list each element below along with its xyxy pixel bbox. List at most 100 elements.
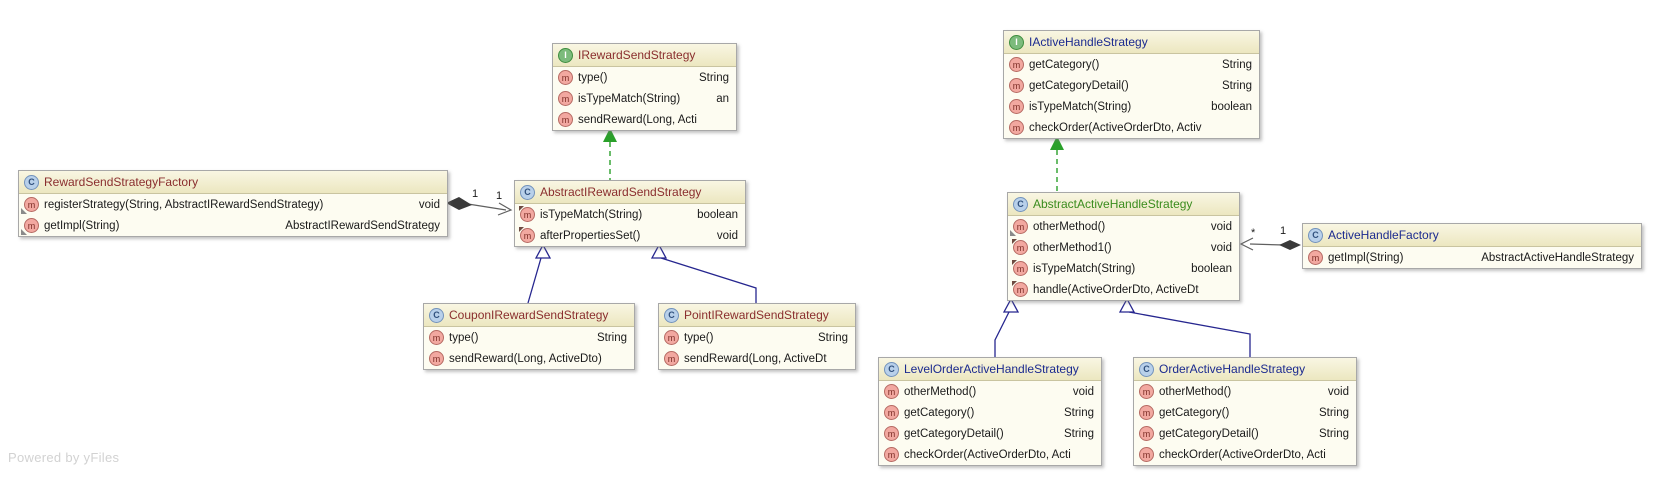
aggregation-edge-active-factory: * 1 bbox=[1239, 225, 1301, 251]
method-row[interactable]: m checkOrder(ActiveOrderDto, Acti bbox=[879, 444, 1101, 465]
method-row[interactable]: m otherMethod() void bbox=[1008, 216, 1239, 237]
method-return-type: String bbox=[1318, 406, 1349, 419]
method-row[interactable]: m sendReward(Long, ActiveDto) bbox=[424, 348, 634, 369]
class-node-abstractirewardsendstrategy[interactable]: C AbstractIRewardSendStrategy m isTypeMa… bbox=[514, 180, 746, 247]
method-name: afterPropertiesSet() bbox=[540, 229, 641, 242]
method-row[interactable]: m checkOrder(ActiveOrderDto, Activ bbox=[1004, 117, 1259, 138]
class-icon: C bbox=[24, 174, 39, 190]
class-icon: C bbox=[1139, 361, 1154, 377]
realization-edge-reward bbox=[603, 128, 617, 180]
method-icon: m bbox=[884, 384, 899, 399]
class-header[interactable]: I IRewardSendStrategy bbox=[553, 44, 736, 67]
method-row[interactable]: m otherMethod() void bbox=[879, 381, 1101, 402]
method-name: type() bbox=[684, 331, 714, 344]
method-icon: m bbox=[664, 330, 679, 345]
class-header[interactable]: C LevelOrderActiveHandleStrategy bbox=[879, 358, 1101, 381]
method-row[interactable]: m afterPropertiesSet() void bbox=[515, 225, 745, 246]
method-return-type: String bbox=[1221, 58, 1252, 71]
method-name: getCategoryDetail() bbox=[1159, 427, 1259, 440]
method-icon: m bbox=[429, 351, 444, 366]
class-header[interactable]: C AbstractActiveHandleStrategy bbox=[1008, 193, 1239, 216]
class-node-orderactivehandlestrategy[interactable]: C OrderActiveHandleStrategy m otherMetho… bbox=[1133, 357, 1357, 466]
method-return-type: AbstractActiveHandleStrategy bbox=[1481, 251, 1634, 264]
method-icon: m bbox=[429, 330, 444, 345]
method-name: checkOrder(ActiveOrderDto, Activ bbox=[1029, 121, 1202, 134]
class-icon: C bbox=[884, 361, 899, 377]
method-row[interactable]: m handle(ActiveOrderDto, ActiveDt bbox=[1008, 279, 1239, 300]
method-row[interactable]: m isTypeMatch(String) an bbox=[553, 88, 736, 109]
method-name: otherMethod() bbox=[904, 385, 977, 398]
method-row[interactable]: m type() String bbox=[424, 327, 634, 348]
method-row[interactable]: m getCategoryDetail() String bbox=[1004, 75, 1259, 96]
class-header[interactable]: C CouponIRewardSendStrategy bbox=[424, 304, 634, 327]
method-row[interactable]: m getCategoryDetail() String bbox=[879, 423, 1101, 444]
method-icon: m bbox=[1010, 219, 1028, 236]
class-header[interactable]: C AbstractIRewardSendStrategy bbox=[515, 181, 745, 204]
method-icon: m bbox=[884, 447, 899, 462]
method-return-type: String bbox=[1318, 427, 1349, 440]
method-row[interactable]: m getCategory() String bbox=[879, 402, 1101, 423]
method-name: registerStrategy(String, AbstractIReward… bbox=[44, 198, 324, 211]
method-row[interactable]: m checkOrder(ActiveOrderDto, Acti bbox=[1134, 444, 1356, 465]
method-icon: m bbox=[664, 351, 679, 366]
method-return-type: an bbox=[716, 92, 729, 105]
class-header[interactable]: C RewardSendStrategyFactory bbox=[19, 171, 447, 194]
aggregation-edge-reward-factory: 1 1 bbox=[446, 188, 513, 216]
method-name: isTypeMatch(String) bbox=[540, 208, 643, 221]
method-icon: m bbox=[1013, 240, 1028, 255]
method-row[interactable]: m type() String bbox=[659, 327, 855, 348]
method-name: getCategoryDetail() bbox=[1029, 79, 1129, 92]
class-header[interactable]: C ActiveHandleFactory bbox=[1303, 224, 1641, 247]
method-row[interactable]: m getImpl(String) AbstractIRewardSendStr… bbox=[19, 215, 447, 236]
class-node-couponirewardsendstrategy[interactable]: C CouponIRewardSendStrategy m type() Str… bbox=[423, 303, 635, 370]
method-icon: m bbox=[884, 405, 899, 420]
class-node-rewardsendstrategyfactory[interactable]: C RewardSendStrategyFactory m registerSt… bbox=[18, 170, 448, 237]
method-return-type: String bbox=[1221, 79, 1252, 92]
class-node-abstractactivehandlestrategy[interactable]: C AbstractActiveHandleStrategy m otherMe… bbox=[1007, 192, 1240, 301]
method-name: getImpl(String) bbox=[1328, 251, 1404, 264]
method-row[interactable]: m getCategory() String bbox=[1134, 402, 1356, 423]
method-row[interactable]: m getCategoryDetail() String bbox=[1134, 423, 1356, 444]
class-title: PointIRewardSendStrategy bbox=[684, 308, 829, 322]
method-name: handle(ActiveOrderDto, ActiveDt bbox=[1033, 283, 1199, 296]
method-icon: m bbox=[21, 197, 39, 214]
method-name: type() bbox=[449, 331, 479, 344]
method-row[interactable]: m otherMethod() void bbox=[1134, 381, 1356, 402]
method-row[interactable]: m getImpl(String) AbstractActiveHandleSt… bbox=[1303, 247, 1641, 268]
method-return-type: AbstractIRewardSendStrategy bbox=[285, 219, 440, 232]
method-name: sendReward(Long, Acti bbox=[578, 113, 697, 126]
class-title: AbstractIRewardSendStrategy bbox=[540, 185, 702, 199]
method-row[interactable]: m registerStrategy(String, AbstractIRewa… bbox=[19, 194, 447, 215]
class-title: IActiveHandleStrategy bbox=[1029, 35, 1148, 49]
method-row[interactable]: m sendReward(Long, ActiveDt bbox=[659, 348, 855, 369]
class-node-irewardsendstrategy[interactable]: I IRewardSendStrategy m type() String m … bbox=[552, 43, 737, 131]
method-row[interactable]: m otherMethod1() void bbox=[1008, 237, 1239, 258]
class-node-pointirewardsendstrategy[interactable]: C PointIRewardSendStrategy m type() Stri… bbox=[658, 303, 856, 370]
method-row[interactable]: m type() String bbox=[553, 67, 736, 88]
method-name: otherMethod() bbox=[1033, 220, 1106, 233]
class-node-levelorderactivehandlestrategy[interactable]: C LevelOrderActiveHandleStrategy m other… bbox=[878, 357, 1102, 466]
method-name: getCategory() bbox=[904, 406, 975, 419]
method-icon: m bbox=[520, 228, 535, 243]
method-name: getCategory() bbox=[1159, 406, 1230, 419]
method-row[interactable]: m isTypeMatch(String) boolean bbox=[1008, 258, 1239, 279]
class-node-activehandlefactory[interactable]: C ActiveHandleFactory m getImpl(String) … bbox=[1302, 223, 1642, 269]
method-return-type: String bbox=[1063, 427, 1094, 440]
method-icon: m bbox=[1009, 120, 1024, 135]
method-name: getImpl(String) bbox=[44, 219, 120, 232]
method-icon: m bbox=[1139, 384, 1154, 399]
method-row[interactable]: m isTypeMatch(String) boolean bbox=[1004, 96, 1259, 117]
method-name: type() bbox=[578, 71, 608, 84]
class-header[interactable]: I IActiveHandleStrategy bbox=[1004, 31, 1259, 54]
method-row[interactable]: m sendReward(Long, Acti bbox=[553, 109, 736, 130]
class-node-iactivehandlestrategy[interactable]: I IActiveHandleStrategy m getCategory() … bbox=[1003, 30, 1260, 139]
method-icon: m bbox=[1013, 282, 1028, 297]
method-name: sendReward(Long, ActiveDt bbox=[684, 352, 827, 365]
method-row[interactable]: m isTypeMatch(String) boolean bbox=[515, 204, 745, 225]
interface-icon: I bbox=[558, 47, 573, 63]
method-row[interactable]: m getCategory() String bbox=[1004, 54, 1259, 75]
class-header[interactable]: C PointIRewardSendStrategy bbox=[659, 304, 855, 327]
multiplicity-label: * bbox=[1251, 227, 1256, 239]
class-header[interactable]: C OrderActiveHandleStrategy bbox=[1134, 358, 1356, 381]
